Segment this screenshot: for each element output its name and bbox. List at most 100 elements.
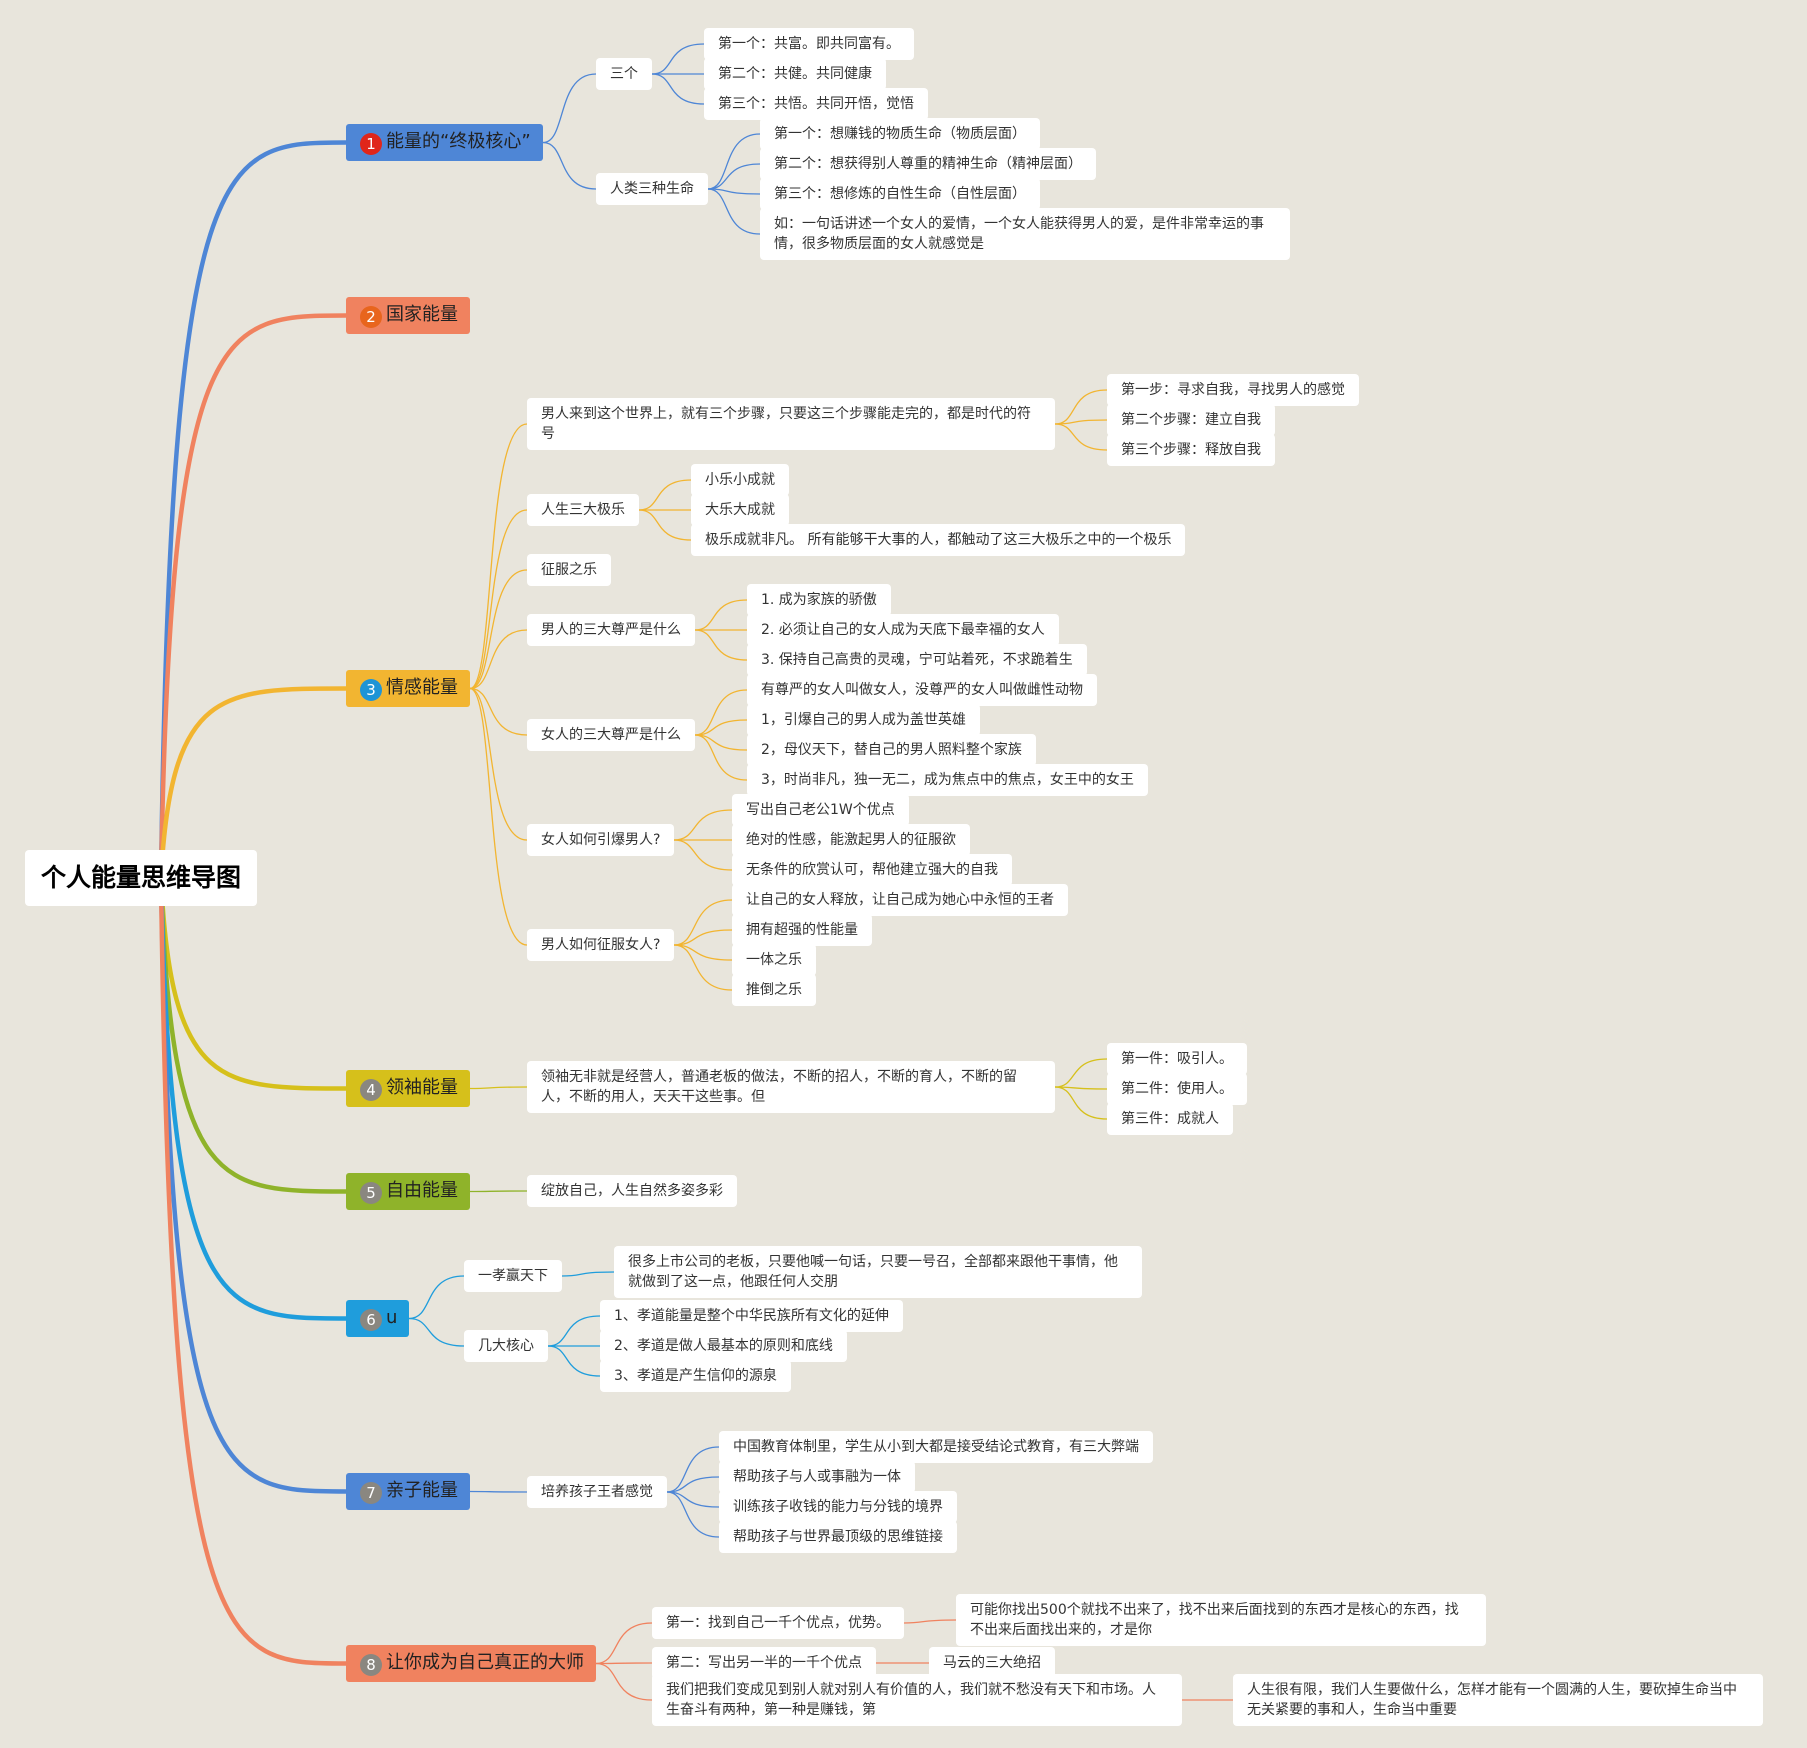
subtopic-woman-dignity[interactable]: 女人的三大尊严是什么 [527, 719, 695, 751]
subtopic-be-valuable[interactable]: 我们把我们变成见到别人就对别人有价值的人，我们就不愁没有天下和市场。人生奋斗有两… [652, 1674, 1182, 1726]
subtopic-three[interactable]: 三个 [596, 58, 652, 90]
connector-line [673, 944, 733, 961]
subtopic-woman-ignite-man[interactable]: 女人如何引爆男人? [527, 824, 675, 856]
connector-line [1054, 1058, 1108, 1088]
leaf-write-merits[interactable]: 写出自己老公1W个优点 [732, 794, 909, 826]
leaf-material-life[interactable]: 第一个：想赚钱的物质生命（物质层面） [760, 118, 1040, 150]
connector-line [707, 188, 761, 235]
leaf-listed-company-boss[interactable]: 很多上市公司的老板，只要他喊一句话，只要一号召，全部都来跟他干事情，他就做到了这… [614, 1246, 1142, 1298]
leaf-small-joy[interactable]: 小乐小成就 [691, 464, 789, 496]
leaf-self-nature-life[interactable]: 第三个：想修炼的自性生命（自性层面） [760, 178, 1040, 210]
leaf-find-500[interactable]: 可能你找出500个就找不出来了，找不出来后面找到的东西才是核心的东西，找不出来后… [956, 1594, 1486, 1646]
branch-label: 自由能量 [386, 1180, 458, 1201]
subtopic-man-three-steps[interactable]: 男人来到这个世界上，就有三个步骤，只要这三个步骤能走完的，都是时代的符号 [527, 398, 1055, 450]
leaf-big-joy[interactable]: 大乐大成就 [691, 494, 789, 526]
root-connector [158, 877, 347, 1194]
leaf-common-wealth[interactable]: 第一个：共富。即共同富有。 [704, 28, 914, 60]
leaf-use-people[interactable]: 第二件：使用人。 [1107, 1073, 1247, 1105]
root-connector [158, 877, 347, 1091]
connector-line [694, 689, 748, 736]
leaf-common-health[interactable]: 第二个：共健。共同健康 [704, 58, 886, 90]
root-connector [158, 877, 347, 1666]
leaf-happiest-woman[interactable]: 2. 必须让自己的女人成为天底下最幸福的女人 [747, 614, 1059, 646]
leaf-spiritual-life[interactable]: 第二个：想获得别人尊重的精神生命（精神层面） [760, 148, 1096, 180]
leaf-super-energy[interactable]: 拥有超强的性能量 [732, 914, 872, 946]
leaf-limited-life[interactable]: 人生很有限，我们人生要做什么，怎样才能有一个圆满的人生，要砍掉生命当中无关紧要的… [1233, 1674, 1763, 1726]
subtopic-bloom-yourself[interactable]: 绽放自己，人生自然多姿多彩 [527, 1175, 737, 1207]
connector-line [651, 73, 705, 105]
branch-label: 情感能量 [386, 677, 458, 698]
leaf-jack-ma-tricks[interactable]: 马云的三大绝招 [929, 1647, 1055, 1679]
connector-line [638, 509, 692, 541]
connector-line [595, 1622, 653, 1665]
connector-line [547, 1315, 601, 1347]
leaf-step-release-self[interactable]: 第三个步骤：释放自我 [1107, 434, 1275, 466]
branch-number-badge: 7 [360, 1482, 382, 1504]
leaf-absolute-sexy[interactable]: 绝对的性感，能激起男人的征服欲 [732, 824, 970, 856]
subtopic-leader-definition[interactable]: 领袖无非就是经营人，普通老板的做法，不断的招人，不断的育人，不断的留人，不断的用… [527, 1061, 1055, 1113]
leaf-faith-source[interactable]: 3、孝道是产生信仰的源泉 [600, 1360, 791, 1392]
leaf-money-skills[interactable]: 训练孩子收钱的能力与分钱的境界 [719, 1491, 957, 1523]
leaf-step-seek-self[interactable]: 第一步：寻求自我，寻找男人的感觉 [1107, 374, 1359, 406]
subtopic-man-conquer-woman[interactable]: 男人如何征服女人? [527, 929, 675, 961]
leaf-detonate-hero[interactable]: 1，引爆自己的男人成为盖世英雄 [747, 704, 980, 736]
connector-line [673, 839, 733, 871]
connector-line [673, 809, 733, 841]
subtopic-joy-of-conquest[interactable]: 征服之乐 [527, 554, 611, 586]
connector-line [707, 133, 761, 190]
branch-label: u [386, 1307, 398, 1328]
leaf-common-enlightenment[interactable]: 第三个：共悟。共同开悟，觉悟 [704, 88, 928, 120]
leaf-family-pride[interactable]: 1. 成为家族的骄傲 [747, 584, 891, 616]
subtopic-man-dignity[interactable]: 男人的三大尊严是什么 [527, 614, 695, 646]
subtopic-three-joys[interactable]: 人生三大极乐 [527, 494, 639, 526]
connector-line [1054, 423, 1108, 451]
leaf-push-down-joy[interactable]: 推倒之乐 [732, 974, 816, 1006]
branch-label: 国家能量 [386, 304, 458, 325]
connector-line [1054, 419, 1108, 425]
connector-line [542, 141, 597, 190]
leaf-ultimate-joy[interactable]: 极乐成就非凡。 所有能够干大事的人，都触动了这三大极乐之中的一个极乐 [691, 524, 1186, 556]
leaf-noble-soul[interactable]: 3. 保持自己高贵的灵魂，宁可站着死，不求跪着生 [747, 644, 1087, 676]
subtopic-find-own-merits[interactable]: 第一：找到自己一千个优点，优势。 [652, 1607, 904, 1639]
branch-number-badge: 8 [360, 1654, 382, 1676]
leaf-mother-of-family[interactable]: 2，母仪天下，替自己的男人照料整个家族 [747, 734, 1036, 766]
connector-line [694, 629, 748, 661]
leaf-merge-with-people[interactable]: 帮助孩子与人或事融为一体 [719, 1461, 915, 1493]
leaf-top-thinking[interactable]: 帮助孩子与世界最顶级的思维链接 [719, 1521, 957, 1553]
subtopic-three-lives[interactable]: 人类三种生命 [596, 173, 708, 205]
leaf-culture-extension[interactable]: 1、孝道能量是整个中华民族所有文化的延伸 [600, 1300, 903, 1332]
leaf-unconditional-appreciation[interactable]: 无条件的欣赏认可，帮他建立强大的自我 [732, 854, 1012, 886]
leaf-attract-people[interactable]: 第一件：吸引人。 [1107, 1043, 1247, 1075]
leaf-love-example[interactable]: 如：一句话讲述一个女人的爱情，一个女人能获得男人的爱，是件非常幸运的事情，很多物… [760, 208, 1290, 260]
connector-line [408, 1317, 465, 1347]
connector-line [469, 569, 528, 690]
subtopic-king-feeling[interactable]: 培养孩子王者感觉 [527, 1476, 667, 1508]
connector-line [666, 1446, 720, 1493]
root-topic[interactable]: 个人能量思维导图 [25, 850, 258, 906]
leaf-dignified-woman[interactable]: 有尊严的女人叫做女人，没尊严的女人叫做雌性动物 [747, 674, 1097, 706]
branch-number-badge: 5 [360, 1182, 382, 1204]
leaf-achieve-people[interactable]: 第三件：成就人 [1107, 1103, 1233, 1135]
branch-label: 能量的“终极核心” [386, 131, 531, 152]
leaf-bottom-line[interactable]: 2、孝道是做人最基本的原则和底线 [600, 1330, 847, 1362]
leaf-eternal-king[interactable]: 让自己的女人释放，让自己成为她心中永恒的王者 [732, 884, 1068, 916]
connector-line [1054, 389, 1108, 425]
leaf-step-build-self[interactable]: 第二个步骤：建立自我 [1107, 404, 1275, 436]
subtopic-partner-merits[interactable]: 第二：写出另一半的一千个优点 [652, 1647, 876, 1679]
subtopic-filial-piety[interactable]: 一孝赢天下 [464, 1260, 562, 1292]
connector-line [469, 1190, 528, 1193]
subtopic-core-points[interactable]: 几大核心 [464, 1330, 548, 1362]
leaf-unity-joy[interactable]: 一体之乐 [732, 944, 816, 976]
leaf-queen-of-queens[interactable]: 3，时尚非凡，独一无二，成为焦点中的焦点，女王中的女王 [747, 764, 1148, 796]
leaf-education-system[interactable]: 中国教育体制里，学生从小到大都是接受结论式教育，有三大弊端 [719, 1431, 1153, 1463]
connector-line [1054, 1086, 1108, 1120]
